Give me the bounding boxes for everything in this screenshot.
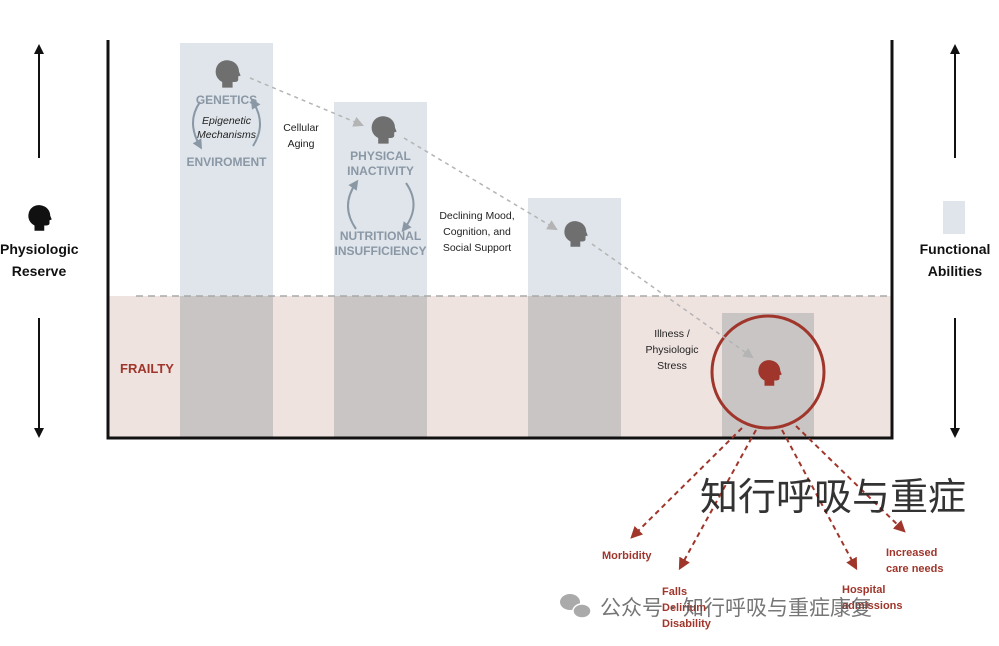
declining-line1: Declining Mood, (439, 210, 515, 222)
outcome-arrow-icon (781, 429, 858, 571)
cellular-aging-label: Cellular Aging (276, 120, 326, 152)
outcome-morbidity: Morbidity (602, 550, 652, 562)
cellular-aging-line2: Aging (287, 138, 315, 150)
bar-3-lower (528, 296, 621, 438)
cycle-arrow-icon (347, 179, 359, 230)
illness-line3: Stress (657, 360, 687, 372)
illness-line1: Illness / (654, 328, 690, 340)
physical-inactivity-line2: INACTIVITY (347, 164, 414, 178)
epigenetic-line2: Mechanisms (197, 129, 256, 141)
outcome-increased-care: Increased care needs (886, 545, 943, 577)
functional-abilities-swatch (943, 201, 965, 234)
illness-stress-label: Illness / Physiologic Stress (636, 326, 708, 374)
declining-mood-label: Declining Mood, Cognition, and Social Su… (432, 208, 522, 256)
functional-abilities-line1: Functional (919, 241, 991, 257)
cellular-aging-line1: Cellular (283, 122, 319, 134)
outcome-care-line1: Increased (886, 547, 938, 559)
outcome-falls: Falls (662, 586, 688, 598)
bar-1-lower (180, 296, 273, 438)
head-icon (28, 205, 52, 231)
bar-2-lower (334, 296, 427, 438)
functional-abilities-label: Functional Abilities (912, 238, 998, 282)
physiologic-reserve-line1: Physiologic (0, 241, 79, 257)
nutritional-insufficiency-line2: INSUFFICIENCY (334, 244, 427, 258)
environment-label: ENVIROMENT (186, 155, 267, 169)
declining-line3: Social Support (442, 242, 512, 254)
outcome-delirium: Delirium (662, 602, 707, 614)
cycle-arrow-icon (192, 101, 203, 150)
outcome-hospital-admissions: Hospital admissions (842, 582, 903, 614)
physical-inactivity-label: PHYSICAL INACTIVITY (334, 149, 427, 179)
dashed-arrow-icon (591, 243, 754, 359)
bar-3-upper (528, 198, 621, 296)
epigenetic-mechanisms-label: Epigenetic Mechanisms (180, 114, 273, 142)
nutritional-insufficiency-label: NUTRITIONAL INSUFFICIENCY (334, 229, 427, 259)
outcome-arrow-icon (795, 425, 906, 533)
outcome-care-line2: care needs (886, 563, 944, 575)
genetics-label: GENETICS (195, 93, 258, 107)
outcome-falls-delirium-disability: Falls Delirium Disability (662, 584, 711, 632)
dashed-arrow-icon (403, 137, 558, 231)
watermark-small: 公众号 · 知行呼吸与重症康复 (600, 596, 873, 620)
outcome-hospital-line2: admissions (842, 600, 903, 612)
container-axes (106, 40, 894, 440)
outcome-arrow-icon (630, 427, 743, 539)
declining-line2: Cognition, and (443, 226, 511, 238)
cycle-arrow-icon (250, 98, 261, 147)
physical-inactivity-line1: PHYSICAL (350, 149, 411, 163)
physiologic-reserve-line2: Reserve (11, 263, 67, 279)
watermark-large: 知行呼吸与重症 (700, 475, 967, 519)
outcome-disability: Disability (662, 618, 711, 630)
nutritional-insufficiency-line1: NUTRITIONAL (339, 229, 422, 243)
frailty-label: FRAILTY (120, 361, 174, 376)
wechat-icon (560, 594, 592, 619)
physiologic-reserve-label: Physiologic Reserve (0, 238, 79, 282)
frailty-circle (710, 314, 826, 430)
outcome-hospital-line1: Hospital (842, 584, 886, 596)
functional-abilities-line2: Abilities (927, 263, 983, 279)
illness-line2: Physiologic (645, 344, 699, 356)
epigenetic-line1: Epigenetic (201, 115, 252, 127)
cycle-arrow-icon (401, 182, 415, 233)
